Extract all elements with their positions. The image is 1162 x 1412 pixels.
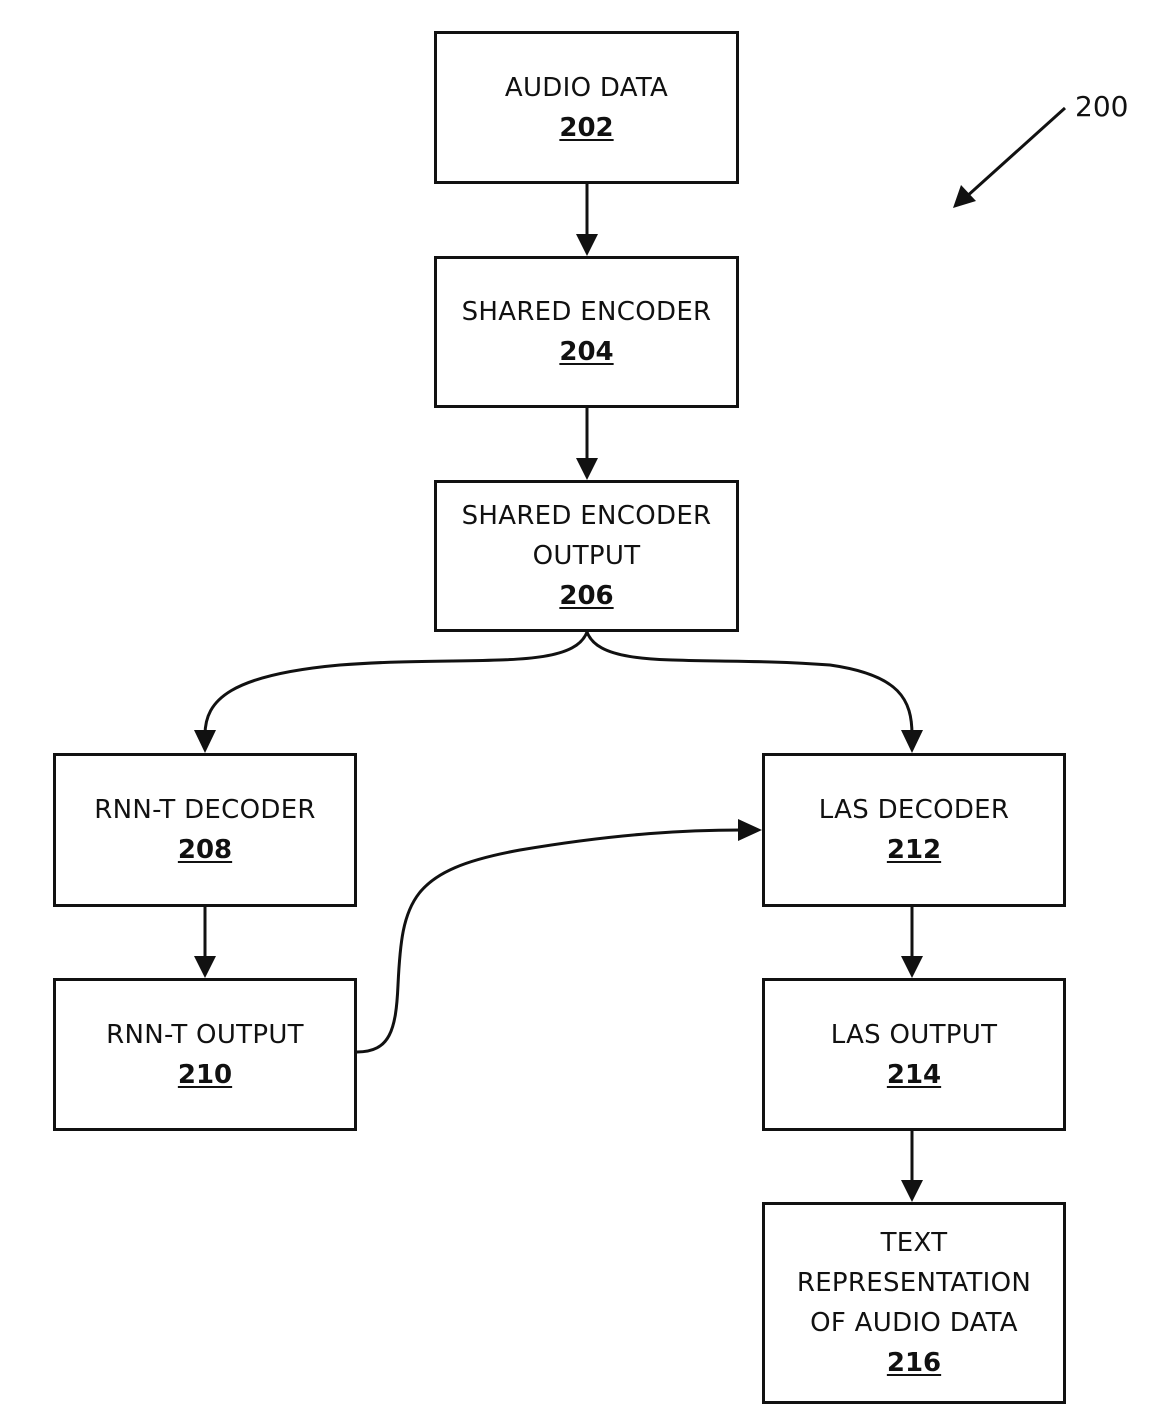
- las-decoder-label: LAS DECODER: [819, 790, 1010, 830]
- text-representation-label-line1: TEXT: [881, 1223, 948, 1263]
- shared-encoder-output-box: SHARED ENCODER OUTPUT 206: [434, 480, 739, 632]
- las-output-label: LAS OUTPUT: [831, 1015, 998, 1055]
- figure-reference-number: 200: [1075, 90, 1128, 124]
- arrowhead-las-decoder-to-output: [901, 956, 923, 978]
- figure-reference-arrow: [965, 108, 1065, 198]
- text-representation-box: TEXT REPRESENTATION OF AUDIO DATA 216: [762, 1202, 1066, 1404]
- arrow-rnnt-output-to-las-decoder: [357, 830, 742, 1052]
- las-decoder-ref: 212: [887, 830, 941, 870]
- audio-data-label: AUDIO DATA: [505, 68, 668, 108]
- arrowhead-encoder-to-output: [576, 458, 598, 480]
- rnnt-decoder-ref: 208: [178, 830, 232, 870]
- arrow-output-to-las-decoder: [587, 632, 912, 735]
- arrowhead-rnnt-output-to-las-decoder: [738, 819, 762, 841]
- text-representation-label-line2: REPRESENTATION: [797, 1263, 1031, 1303]
- las-output-box: LAS OUTPUT 214: [762, 978, 1066, 1131]
- audio-data-ref: 202: [559, 108, 613, 148]
- las-output-ref: 214: [887, 1055, 941, 1095]
- text-representation-label-line3: OF AUDIO DATA: [810, 1303, 1018, 1343]
- arrowhead-rnnt-decoder-to-output: [194, 956, 216, 978]
- arrow-output-to-rnnt-decoder: [205, 632, 587, 735]
- audio-data-box: AUDIO DATA 202: [434, 31, 739, 184]
- rnnt-output-ref: 210: [178, 1055, 232, 1095]
- shared-encoder-output-label-line2: OUTPUT: [533, 536, 641, 576]
- shared-encoder-label: SHARED ENCODER: [462, 292, 712, 332]
- shared-encoder-box: SHARED ENCODER 204: [434, 256, 739, 408]
- arrowhead-las-output-to-text: [901, 1180, 923, 1202]
- rnnt-decoder-label: RNN-T DECODER: [94, 790, 316, 830]
- rnnt-output-label: RNN-T OUTPUT: [106, 1015, 304, 1055]
- rnnt-output-box: RNN-T OUTPUT 210: [53, 978, 357, 1131]
- las-decoder-box: LAS DECODER 212: [762, 753, 1066, 907]
- arrowhead-output-to-las-decoder: [901, 730, 923, 753]
- shared-encoder-ref: 204: [559, 332, 613, 372]
- shared-encoder-output-label-line1: SHARED ENCODER: [462, 496, 712, 536]
- arrowhead-audio-to-encoder: [576, 234, 598, 256]
- shared-encoder-output-ref: 206: [559, 576, 613, 616]
- rnnt-decoder-box: RNN-T DECODER 208: [53, 753, 357, 907]
- arrowhead-output-to-rnnt-decoder: [194, 730, 216, 753]
- text-representation-ref: 216: [887, 1343, 941, 1383]
- figure-reference-arrowhead: [953, 185, 976, 208]
